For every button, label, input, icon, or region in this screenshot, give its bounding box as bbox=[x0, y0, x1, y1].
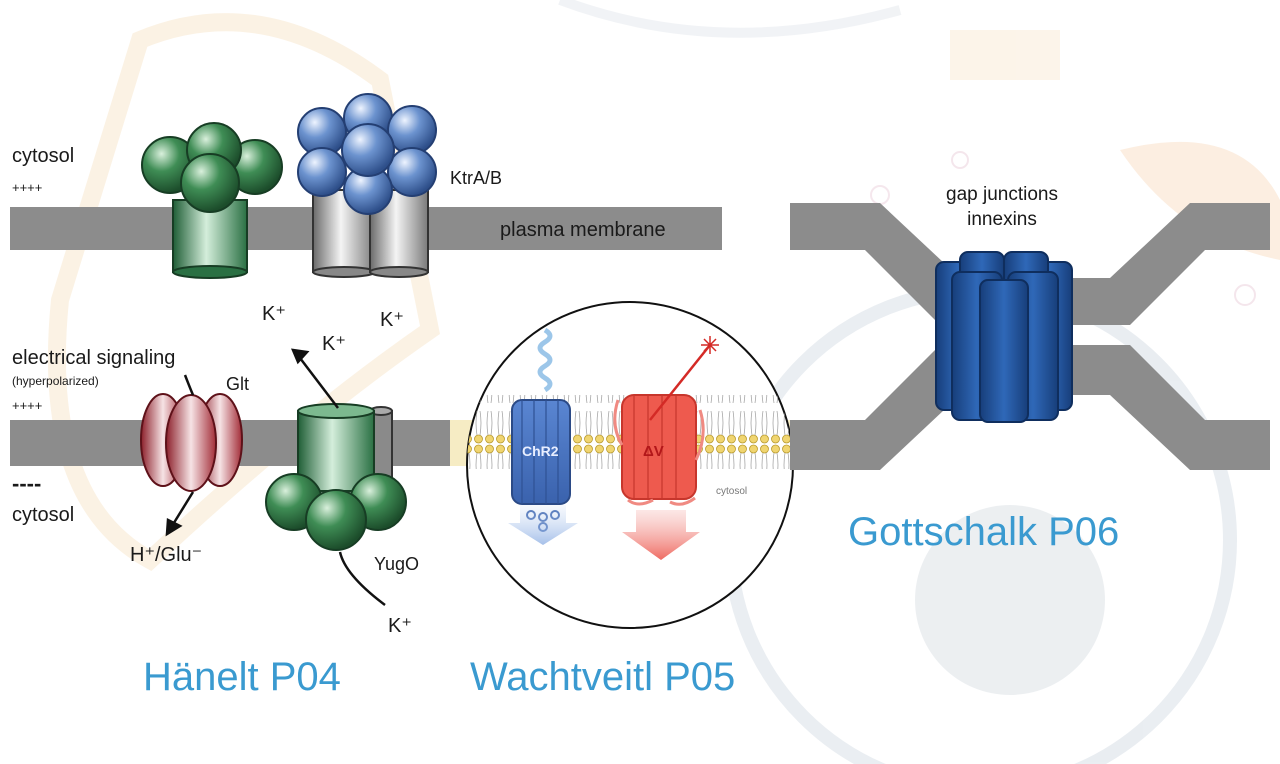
electrical-signaling-label: electrical signaling bbox=[12, 347, 175, 369]
voltage-flow-arrow bbox=[622, 510, 700, 560]
yugo-label: YugO bbox=[374, 554, 419, 574]
cytosol-small-label: cytosol bbox=[716, 486, 747, 497]
green-potassium-channel-top bbox=[141, 122, 283, 279]
k-plus-label-d: K⁺ bbox=[388, 615, 412, 637]
laser-star-icon bbox=[701, 336, 719, 354]
cytosol-bottom-label: cytosol bbox=[12, 504, 74, 526]
charge-top-label: ++++ bbox=[12, 180, 42, 195]
wachtveitl-panel: ChR2 ΔV cytosol Wachtveitl P05 bbox=[450, 301, 795, 699]
glt-label: Glt bbox=[226, 374, 249, 394]
gottschalk-title: Gottschalk P06 bbox=[848, 510, 1119, 554]
gap-junctions-label: gap junctions bbox=[946, 184, 1058, 205]
charge-mid-label: ++++ bbox=[12, 398, 42, 413]
delta-v-label: ΔV bbox=[643, 443, 664, 460]
hanelt-panel: cytosol ++++ KtrA/B plasma membrane K⁺ K… bbox=[10, 93, 722, 699]
gottschalk-panel: gap junctions innexins Gottschalk P06 bbox=[790, 184, 1270, 554]
k-plus-label-b: K⁺ bbox=[380, 309, 404, 331]
charge-negative-label: ---- bbox=[12, 471, 41, 496]
blue-light-icon bbox=[537, 327, 553, 393]
wachtveitl-title: Wachtveitl P05 bbox=[470, 655, 735, 699]
chr2-label: ChR2 bbox=[522, 443, 559, 459]
ktrab-label: KtrA/B bbox=[450, 168, 502, 188]
gap-junction-upper-membrane bbox=[790, 203, 1270, 325]
chr2-flow-arrow bbox=[508, 505, 578, 545]
glt-transporter bbox=[140, 393, 243, 492]
cytosol-top-label: cytosol bbox=[12, 145, 74, 167]
hanelt-title: Hänelt P04 bbox=[143, 655, 341, 699]
plasma-membrane-label: plasma membrane bbox=[500, 219, 666, 241]
ktrab-transporter bbox=[297, 93, 437, 278]
k-plus-label-a: K⁺ bbox=[262, 303, 286, 325]
flux-arrows bbox=[165, 348, 386, 606]
yugo-channel bbox=[265, 403, 407, 551]
h-glu-label: H⁺/Glu⁻ bbox=[130, 544, 202, 566]
laser-beam bbox=[649, 344, 711, 421]
hyperpolarized-label: (hyperpolarized) bbox=[12, 374, 99, 388]
gap-junction-lower-membrane bbox=[790, 345, 1270, 470]
innexin-channel bbox=[935, 251, 1073, 423]
innexins-label: innexins bbox=[967, 209, 1037, 230]
voltage-sensor bbox=[613, 394, 705, 506]
k-plus-label-c: K⁺ bbox=[322, 333, 346, 355]
